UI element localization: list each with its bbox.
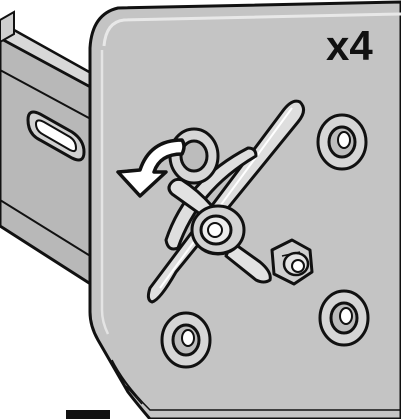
hex-nut-icon <box>270 238 314 286</box>
plate-bottom-tab <box>66 410 110 419</box>
mounting-hole-top-right <box>316 113 368 171</box>
mounting-hole-top-left <box>168 127 220 185</box>
quantity-label: x4 <box>326 22 373 69</box>
adjustment-slot-diagonal <box>146 99 305 304</box>
wall-rail <box>0 10 102 292</box>
mounting-hole-bottom-right <box>318 289 370 347</box>
wing-nut-icon <box>167 177 272 284</box>
mounting-hole-bottom-left <box>160 311 212 369</box>
rotate-arrow-icon <box>116 138 186 198</box>
